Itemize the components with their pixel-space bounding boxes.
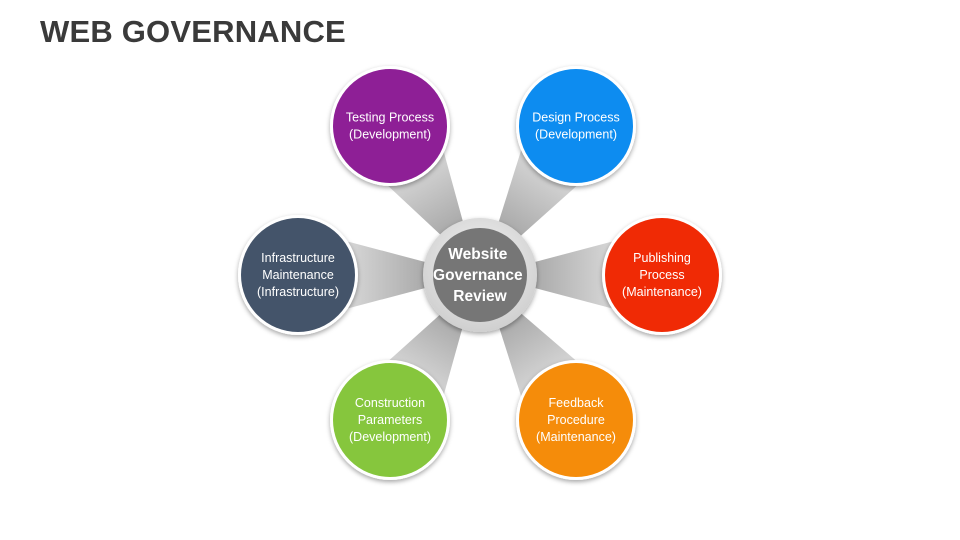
node-label-line: Process — [639, 268, 684, 282]
hub-label-line: Website — [448, 246, 508, 263]
node-label-line: Maintenance — [262, 268, 334, 282]
node-label-line: Feedback — [549, 396, 605, 410]
node-label-line: Construction — [355, 396, 425, 410]
center-hub: Website Governance Review — [423, 218, 537, 332]
node-circle — [519, 69, 633, 183]
node-label-line: (Infrastructure) — [257, 285, 339, 299]
hub-label: Website Governance Review — [433, 246, 527, 305]
process-nodes: Testing Process(Development)Design Proce… — [238, 66, 722, 480]
node-label-line: Testing Process — [346, 111, 434, 125]
node-label-line: Publishing — [633, 251, 691, 265]
node-design-process: Design Process (Development) — [516, 66, 636, 186]
node-label-line: (Maintenance) — [536, 430, 616, 444]
node-circle — [333, 363, 447, 477]
node-circle — [605, 218, 719, 332]
node-label-line: (Maintenance) — [622, 285, 702, 299]
node-circle — [241, 218, 355, 332]
node-label-line: Design Process — [532, 111, 620, 125]
hub-circle — [433, 228, 527, 322]
node-label-line: (Development) — [349, 430, 431, 444]
node-label: Testing Process (Development) — [346, 111, 434, 142]
slide-title: WEB GOVERNANCE — [40, 14, 346, 49]
node-label-line: (Development) — [349, 128, 431, 142]
node-label-line: Procedure — [547, 413, 605, 427]
node-testing-process: Testing Process (Development) — [330, 66, 450, 186]
node-label: Design Process (Development) — [532, 111, 620, 142]
node-label-line: Parameters — [358, 413, 423, 427]
node-label-line: (Development) — [535, 128, 617, 142]
hub-label-line: Review — [453, 288, 507, 305]
node-label-line: Infrastructure — [261, 251, 335, 265]
node-circle — [519, 363, 633, 477]
node-circle — [333, 69, 447, 183]
hub-label-line: Governance — [433, 267, 523, 284]
